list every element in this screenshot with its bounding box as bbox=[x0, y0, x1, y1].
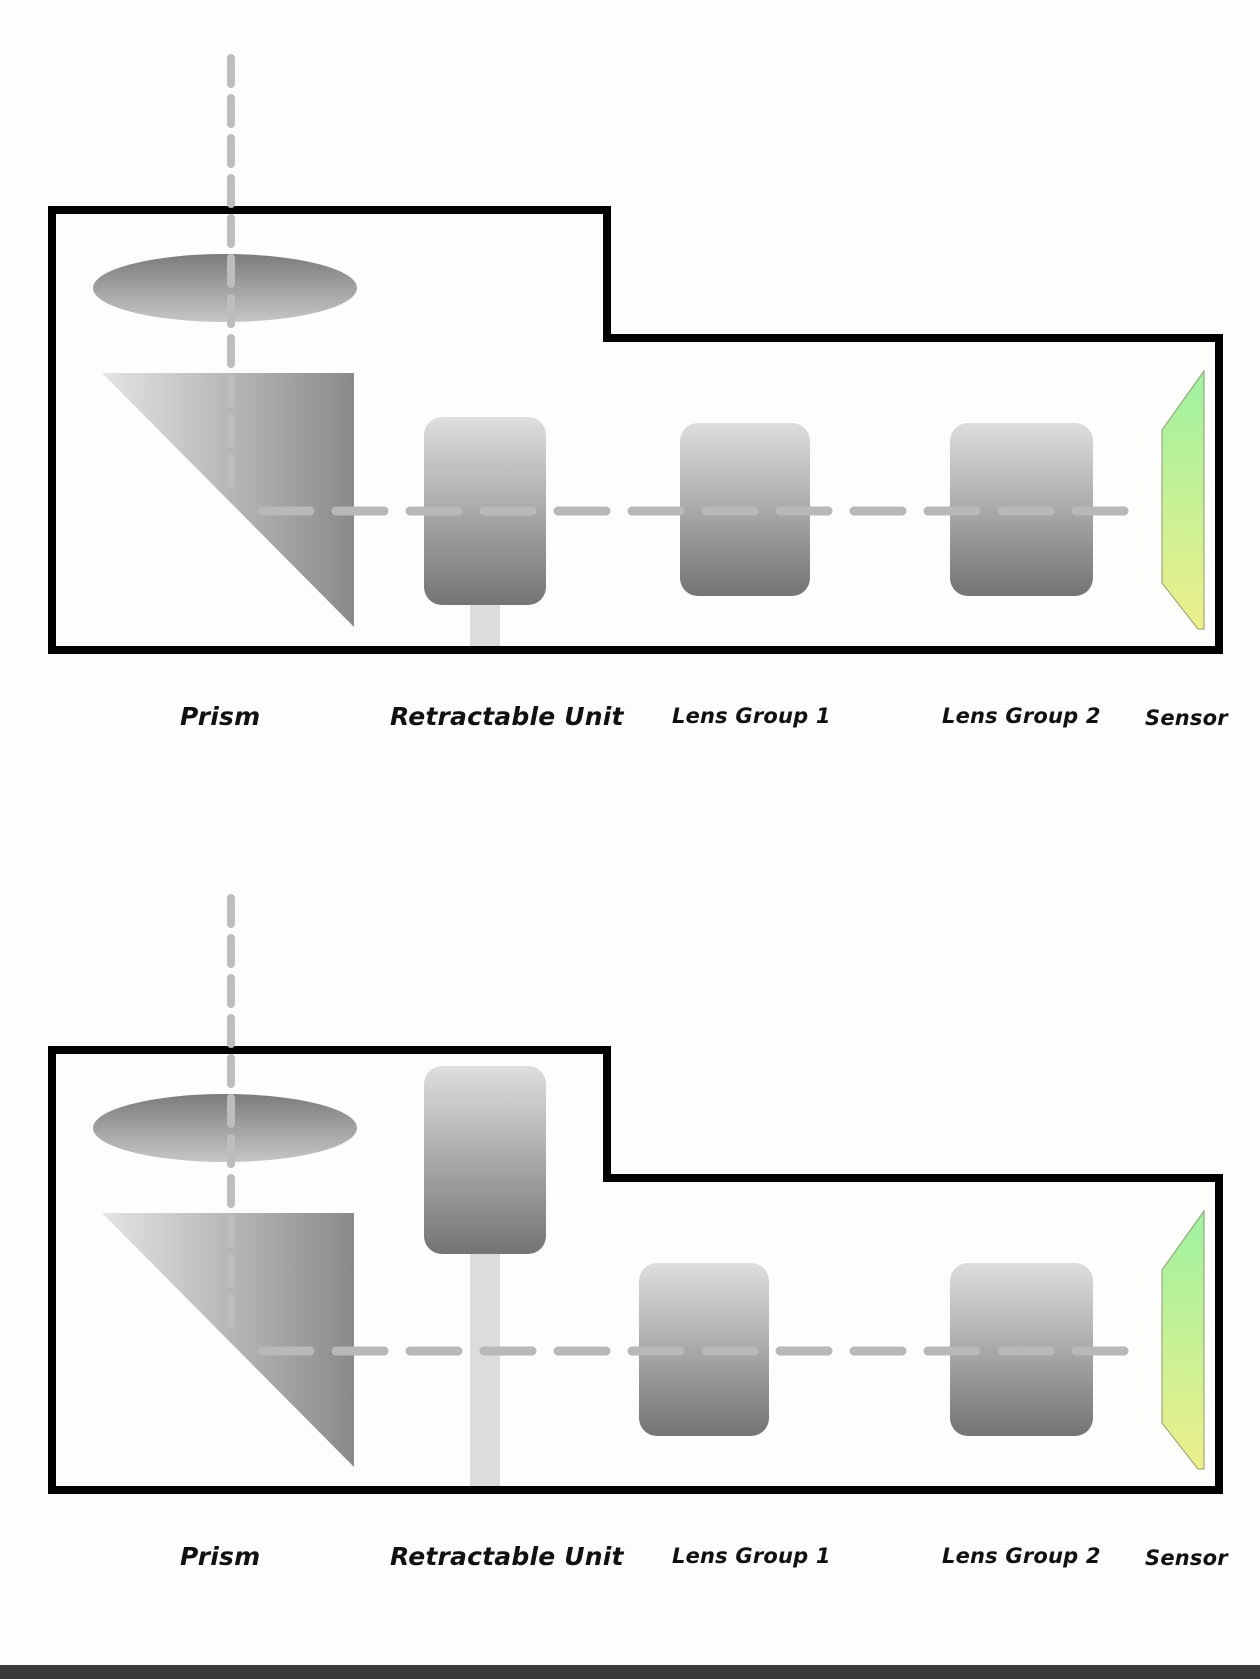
label-retractable-unit: Retractable Unit bbox=[390, 1542, 624, 1571]
prism-shape bbox=[102, 1213, 354, 1467]
label-lens-group-1: Lens Group 1 bbox=[672, 1544, 831, 1568]
label-sensor: Sensor bbox=[1145, 706, 1228, 730]
label-retractable-unit: Retractable Unit bbox=[390, 702, 624, 731]
label-sensor: Sensor bbox=[1145, 1546, 1228, 1570]
label-prism: Prism bbox=[180, 1542, 261, 1571]
retractable-rail bbox=[470, 1240, 500, 1486]
label-prism: Prism bbox=[180, 702, 261, 731]
housing-outline bbox=[48, 206, 1223, 654]
optics-drawing bbox=[48, 894, 1223, 1494]
diagram-retracted: Prism Retractable Unit Lens Group 1 Lens… bbox=[0, 0, 1260, 820]
retractable-unit-block bbox=[424, 1066, 546, 1254]
entrance-lens bbox=[93, 254, 357, 322]
label-lens-group-2: Lens Group 2 bbox=[942, 1544, 1101, 1568]
prism-shape bbox=[102, 373, 354, 627]
label-lens-group-2: Lens Group 2 bbox=[942, 704, 1101, 728]
label-lens-group-1: Lens Group 1 bbox=[672, 704, 831, 728]
sensor-shape bbox=[1161, 369, 1205, 630]
bottom-bar bbox=[0, 1665, 1260, 1679]
housing-outline bbox=[48, 1046, 1223, 1494]
diagram-extended: Prism Retractable Unit Lens Group 1 Lens… bbox=[0, 840, 1260, 1660]
entrance-lens bbox=[93, 1094, 357, 1162]
sensor-shape bbox=[1161, 1209, 1205, 1470]
optics-drawing bbox=[48, 54, 1223, 654]
